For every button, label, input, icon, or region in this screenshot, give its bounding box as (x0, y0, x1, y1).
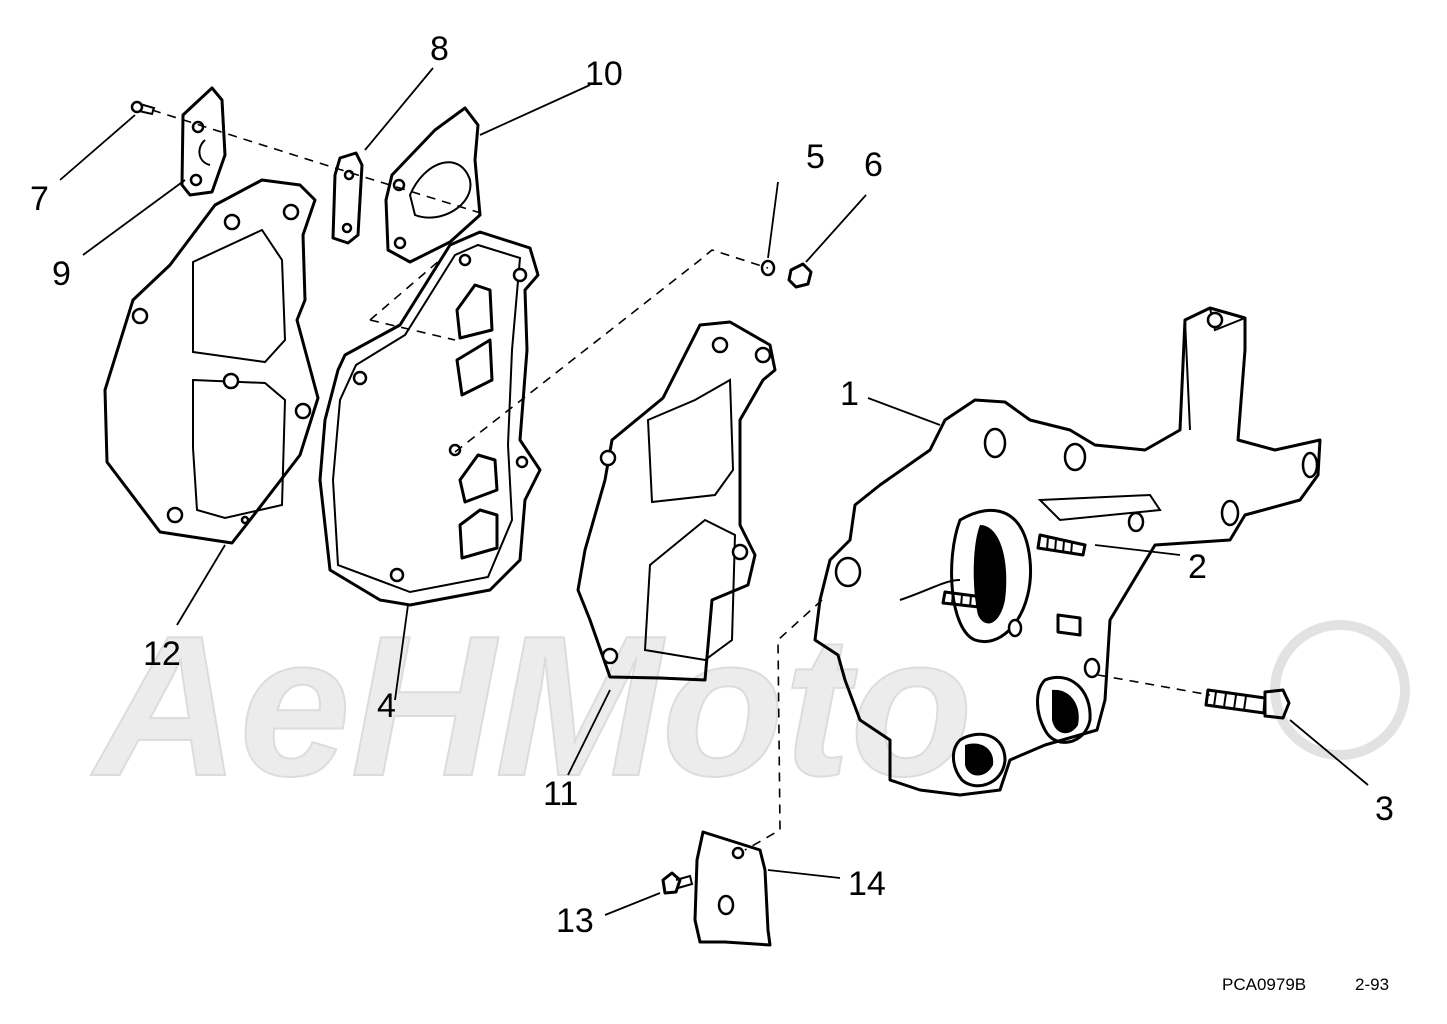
part-3-bolt (1204, 688, 1291, 720)
callout-11: 11 (543, 775, 578, 813)
watermark: AeHMoto (89, 594, 1410, 819)
drawing-code-id: PCA0979B (1222, 975, 1306, 994)
callout-2: 2 (1188, 548, 1207, 586)
callout-5: 5 (806, 138, 825, 176)
callout-8: 8 (430, 30, 449, 68)
part-11-gasket (576, 320, 777, 682)
callout-6: 6 (864, 146, 883, 184)
callout-1: 1 (840, 375, 859, 413)
callout-12: 12 (143, 635, 181, 673)
part-12-gasket (103, 178, 320, 545)
callout-14: 14 (848, 865, 886, 903)
part-6-nut (787, 262, 813, 289)
watermark-text: AeHMoto (90, 595, 973, 818)
callout-4: 4 (377, 687, 396, 725)
drawing-code: PCA0979B 2-93 (1222, 975, 1389, 994)
part-1-housing (813, 306, 1322, 797)
part-2-stud (941, 533, 1087, 637)
callout-9: 9 (52, 255, 71, 293)
leader-lines (59, 67, 1369, 916)
watermark-wheel (1270, 620, 1410, 760)
callout-13: 13 (556, 902, 594, 940)
part-8-strip (331, 151, 364, 245)
callouts: 1 2 3 4 5 6 7 8 9 10 11 12 13 14 (30, 30, 1394, 940)
callout-3: 3 (1375, 790, 1394, 828)
part-9-plate (180, 86, 227, 197)
drawing-code-date: 2-93 (1355, 975, 1389, 994)
part-14-bracket (693, 830, 772, 947)
part-13-screw (661, 871, 694, 895)
part-4-plate (318, 230, 542, 607)
assembly-lines (151, 109, 1211, 851)
callout-10: 10 (585, 55, 623, 93)
callout-7: 7 (30, 180, 49, 218)
part-7-screw (130, 100, 156, 116)
